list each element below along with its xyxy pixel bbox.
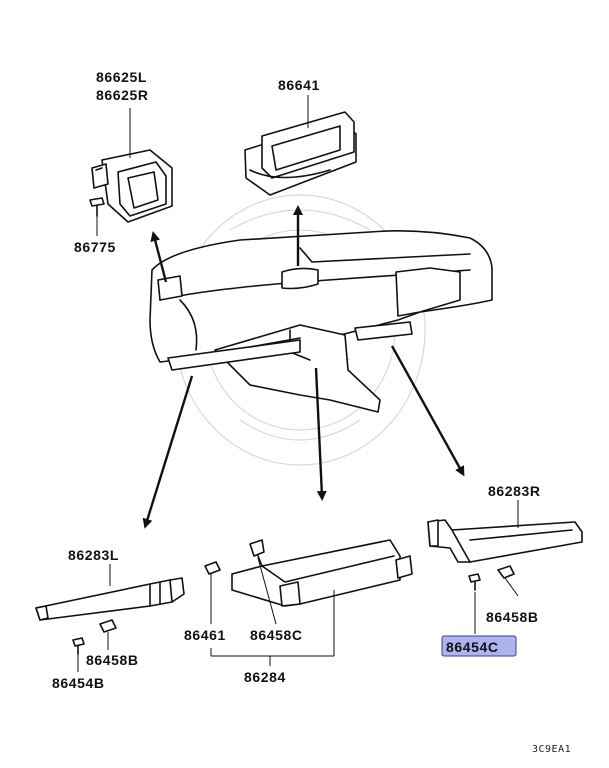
label-86641: 86641 [278, 77, 320, 93]
label-86454C: 86454C [446, 639, 499, 655]
label-86458B-left: 86458B [86, 652, 139, 668]
label-86775: 86775 [74, 239, 116, 255]
instrument-panel [149, 230, 493, 413]
diagram-code: 3C9EA1 [532, 744, 571, 755]
clip-86461 [204, 561, 221, 575]
label-86461: 86461 [184, 627, 226, 643]
part-86641-center-vent [244, 111, 357, 196]
label-86625R: 86625R [96, 87, 149, 103]
label-86283R: 86283R [488, 483, 541, 499]
clip-86458B-left [99, 619, 117, 633]
highlight-box-86454C [441, 635, 517, 657]
part-86283R-duct [427, 519, 583, 563]
label-86283L: 86283L [68, 547, 119, 563]
label-86454B: 86454B [52, 675, 105, 691]
leader-lines [77, 95, 519, 672]
part-86775-screw [89, 197, 105, 217]
label-86458B-right: 86458B [486, 609, 539, 625]
part-labels: 86625L 86625R 86641 86775 86283R 86283L … [52, 69, 571, 755]
part-86284-duct [231, 539, 413, 607]
label-86284: 86284 [244, 669, 286, 685]
clip-86458B-right [497, 565, 515, 579]
part-86283L-duct [35, 577, 185, 621]
arrows [142, 205, 465, 529]
screw-86454B [72, 637, 85, 655]
part-86625-side-vent [91, 149, 173, 223]
label-86625L: 86625L [96, 69, 147, 85]
screw-86454C [468, 573, 481, 591]
label-86458C: 86458C [250, 627, 303, 643]
